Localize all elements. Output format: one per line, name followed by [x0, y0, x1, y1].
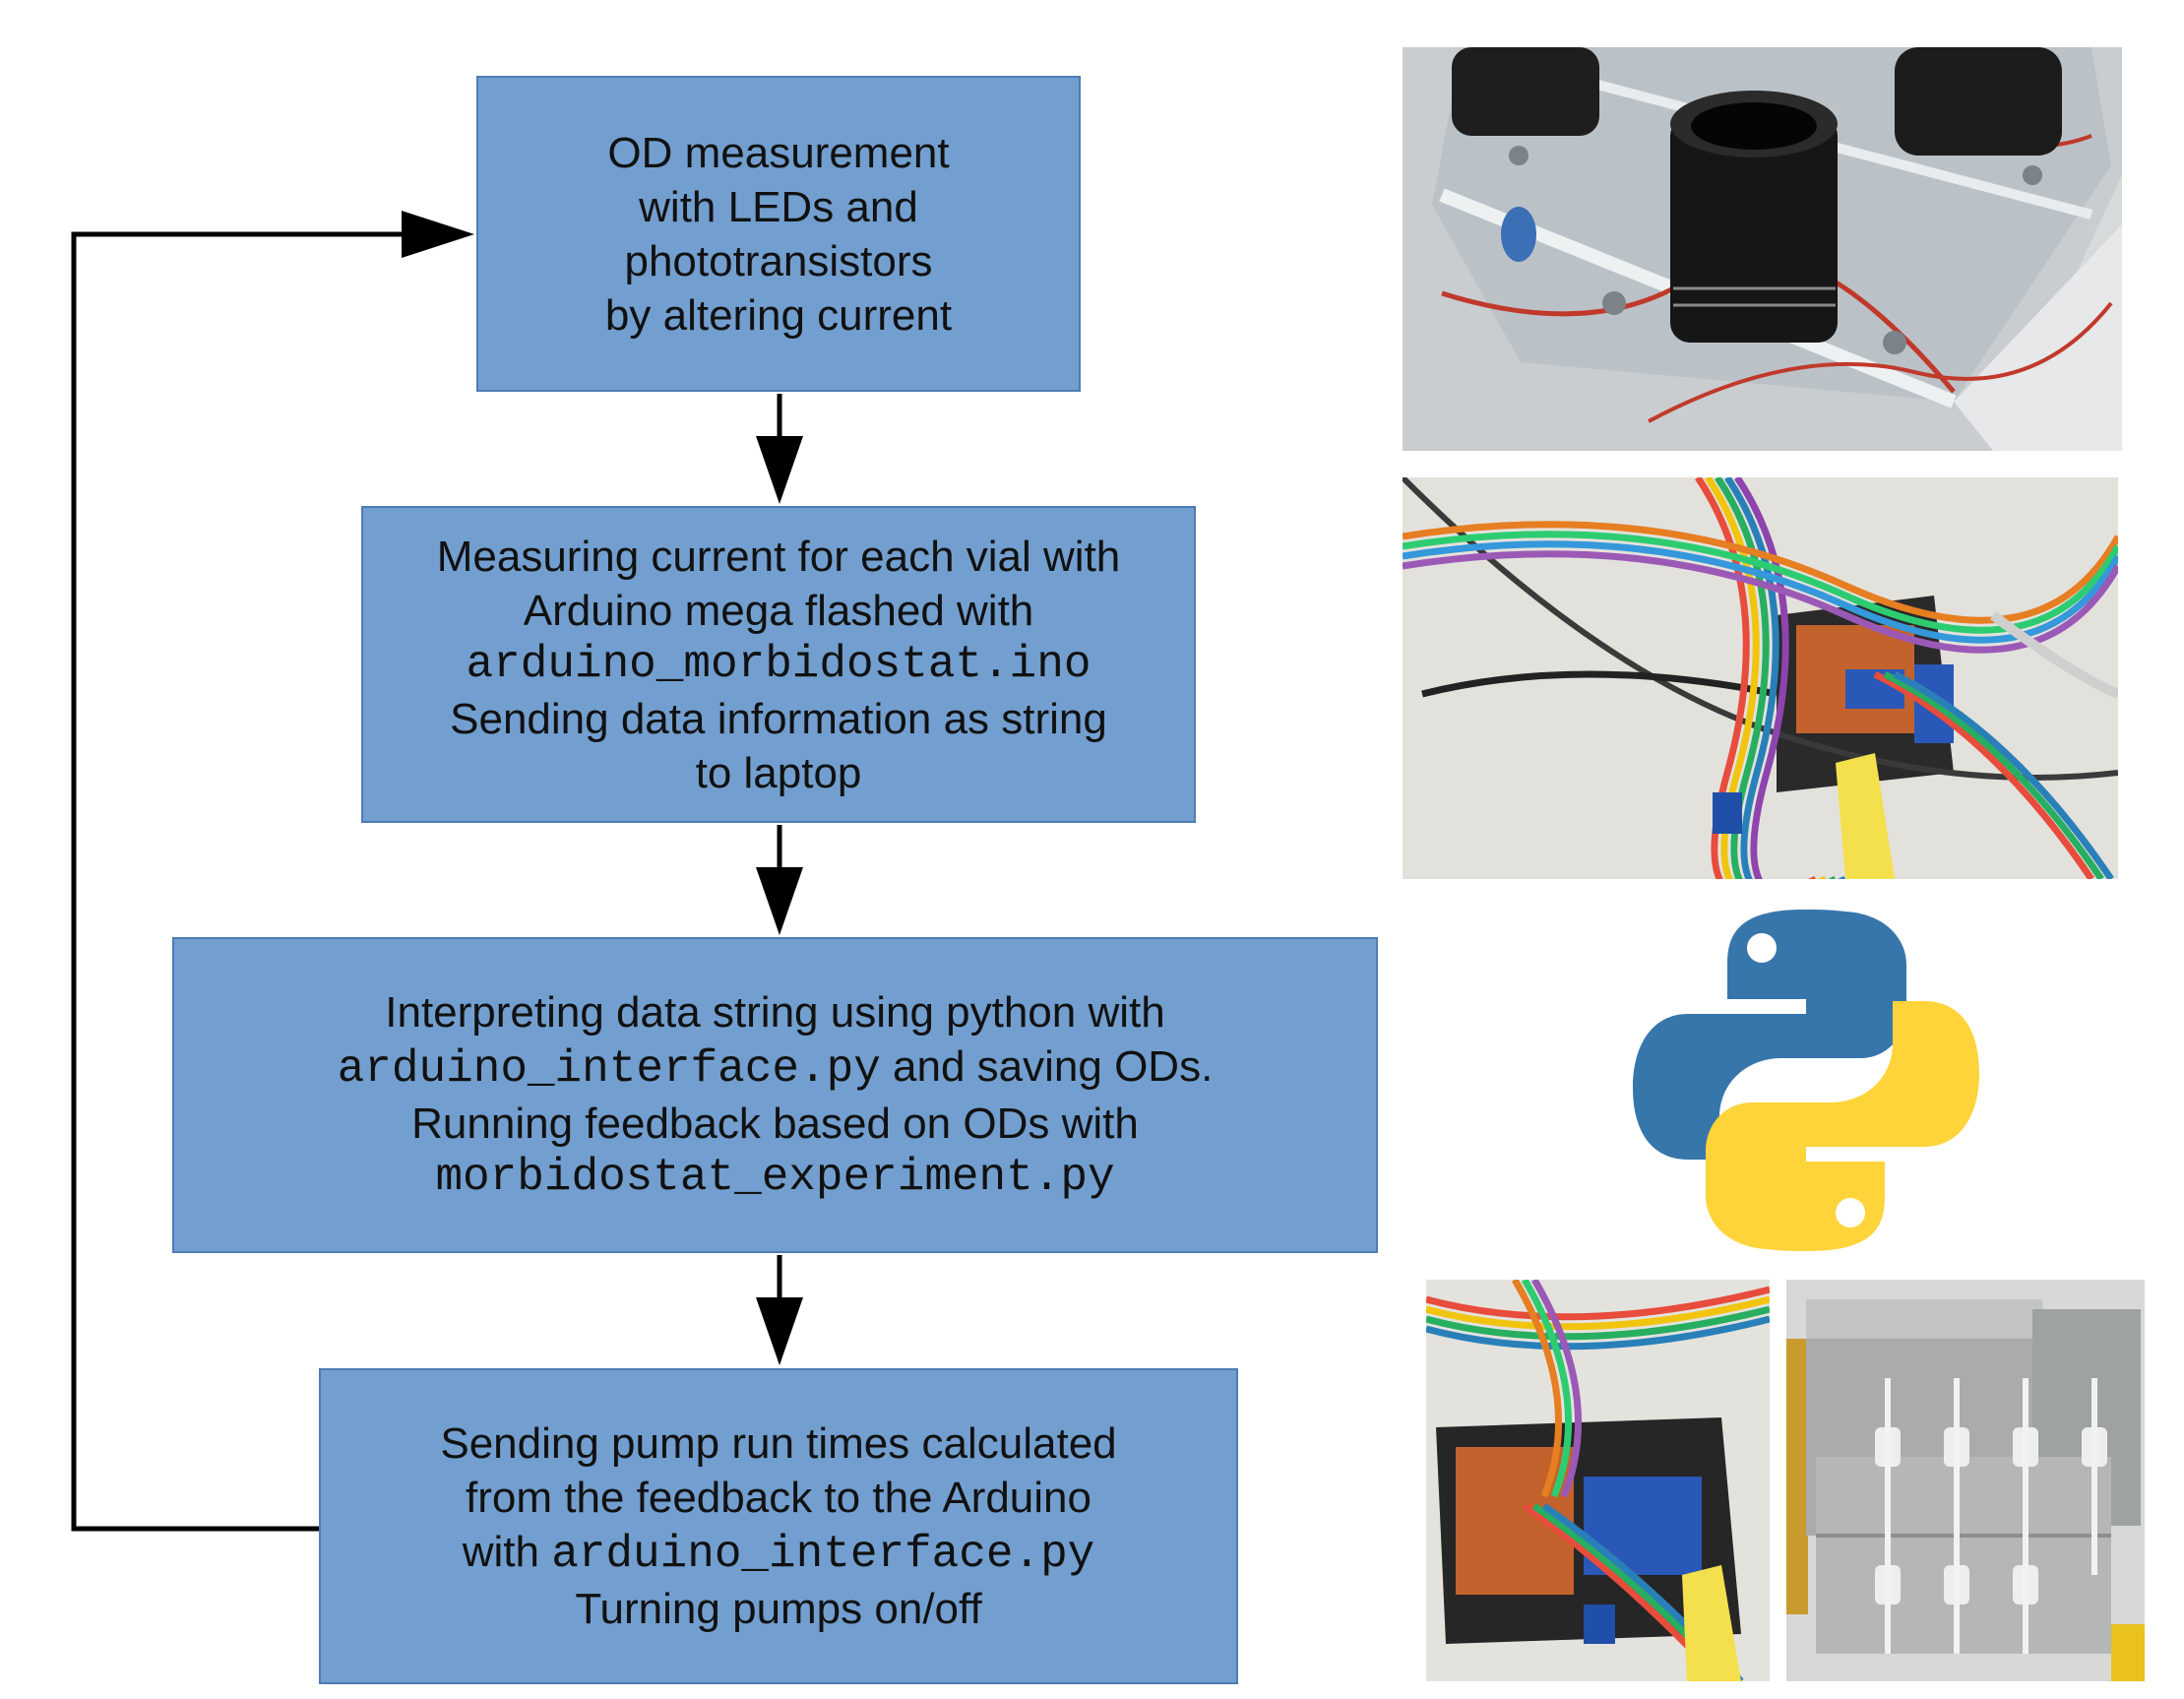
step-od-measurement-box: OD measurement with LEDs and phototransi…: [476, 76, 1081, 392]
step-interpreting-data-box: Interpreting data string using python wi…: [172, 937, 1378, 1253]
code-filename: arduino_morbidostat.ino: [466, 638, 1092, 690]
step-line-suffix: and saving ODs.: [880, 1042, 1214, 1091]
step-line: Sending data information as string: [450, 694, 1107, 743]
arrowhead-to-step-3: [756, 867, 803, 935]
step-line-mixed: with arduino_interface.py: [463, 1525, 1095, 1582]
step-line: Turning pumps on/off: [575, 1585, 982, 1633]
step-line: Measuring current for each vial with: [436, 532, 1121, 581]
arrowhead-loop-to-step-1: [402, 211, 474, 258]
photo-led-phototransistor-housing: [1403, 47, 2122, 451]
photo-arduino-ribbon-cables: [1403, 477, 2118, 879]
step-line: phototransistors: [624, 236, 933, 285]
step-measuring-current-box: Measuring current for each vial with Ard…: [361, 506, 1196, 823]
step-line: with LEDs and: [639, 182, 918, 231]
code-filename: arduino_interface.py: [551, 1529, 1095, 1580]
python-logo-icon: [1629, 906, 1983, 1255]
arrowhead-to-step-2: [756, 436, 803, 504]
photo-pump-array: [1786, 1280, 2145, 1681]
step-sending-pump-times-box: Sending pump run times calculated from t…: [319, 1368, 1238, 1684]
step-line: by altering current: [604, 290, 953, 340]
feedback-loop-line: [71, 231, 404, 1532]
code-filename: morbidostat_experiment.py: [435, 1152, 1115, 1203]
step-line: from the feedback to the Arduino: [466, 1474, 1092, 1522]
step-line-prefix: with: [462, 1528, 552, 1576]
step-line: to laptop: [695, 748, 862, 797]
code-filename: arduino_interface.py: [337, 1043, 881, 1095]
photo-arduino-closeup: [1426, 1280, 1770, 1681]
step-line: Arduino mega flashed with: [523, 586, 1034, 635]
step-line-mixed: arduino_interface.py and saving ODs.: [338, 1039, 1214, 1097]
arrowhead-to-step-4: [756, 1297, 803, 1365]
step-line: OD measurement: [607, 128, 950, 177]
step-line: Sending pump run times calculated: [440, 1419, 1117, 1468]
step-line: Running feedback based on ODs with: [411, 1100, 1139, 1148]
step-line: Interpreting data string using python wi…: [385, 988, 1165, 1037]
